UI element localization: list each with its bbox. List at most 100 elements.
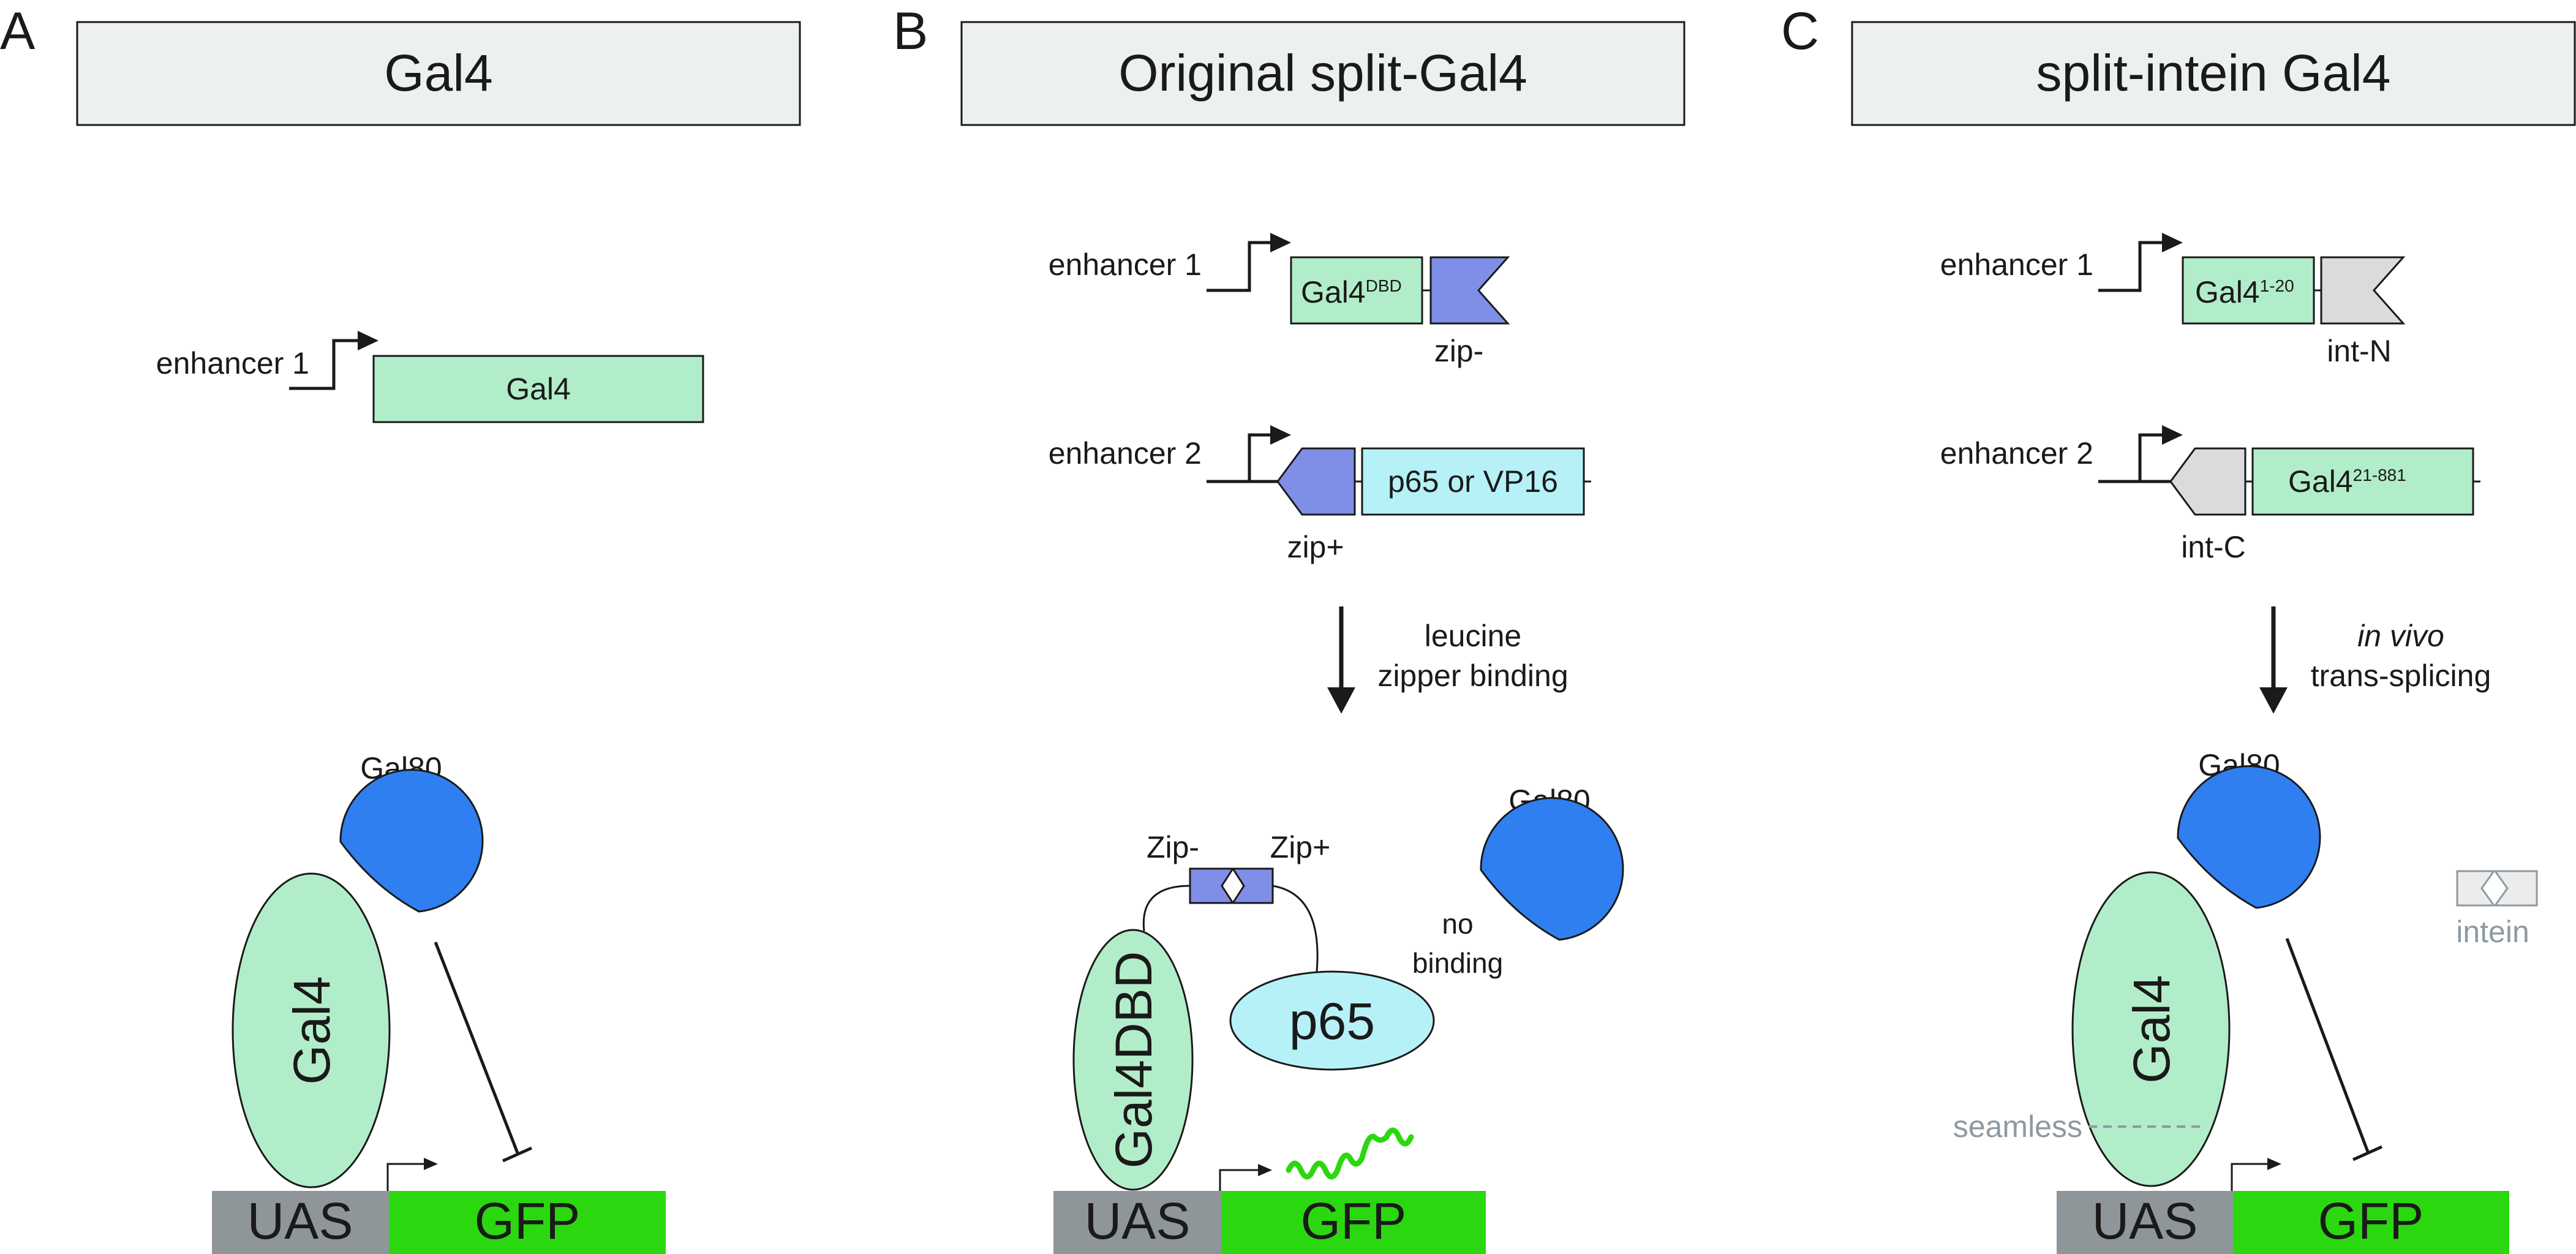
promoter-arrow-icon (289, 339, 374, 390)
linker-dbd (1142, 885, 1191, 932)
transcription-arrow-icon (1219, 1169, 1269, 1191)
no-binding-label-line2: binding (1412, 947, 1503, 979)
uas-label: UAS (247, 1192, 353, 1250)
step-arrow-icon (1327, 687, 1355, 714)
step-label-line1: leucine (1425, 619, 1521, 653)
gal4-ellipse (232, 872, 391, 1188)
gal4-ellipse-label: Gal4 (283, 976, 341, 1084)
panel-title-c: split-intein Gal4 (2036, 44, 2391, 102)
zip-plus-label: zip+ (1287, 530, 1344, 564)
linker-p65 (1272, 885, 1319, 972)
gal80-shape (339, 769, 484, 913)
mrna-squiggle-icon (1286, 1127, 1414, 1180)
int-n-label: int-N (2327, 334, 2392, 368)
repression-line (2285, 938, 2370, 1152)
transcription-arrow-icon (386, 1163, 435, 1191)
panel-b: B Original split-Gal4 enhancer 1 Gal4DBD… (893, 2, 1685, 1254)
p65-ellipse (1229, 970, 1435, 1071)
title-box-c: split-intein Gal4 (1851, 21, 2576, 126)
transcription-arrowhead-icon (2267, 1158, 2281, 1170)
panel-letter-a: A (0, 2, 36, 61)
construct-b2: enhancer 2 p65 or VP16 zip+ (1049, 425, 1591, 564)
complex-c: Gal80 Gal4 seamless intein UAS GFP (1953, 748, 2538, 1254)
gal4dbd-ellipse (1072, 929, 1194, 1191)
zip-minus-label: zip- (1434, 334, 1484, 368)
promoter-arrow-icon (2098, 241, 2178, 292)
gene-name: Gal4 (2288, 464, 2353, 499)
step-b: leucine zipper binding (1327, 606, 1569, 714)
title-box-b: Original split-Gal4 (960, 21, 1685, 126)
gene-superscript: 21-881 (2353, 466, 2406, 485)
zip-minus-protein (1189, 867, 1235, 904)
p65-label: p65 (1289, 992, 1375, 1050)
uas-box (2057, 1191, 2233, 1254)
gene-label: p65 or VP16 (1388, 464, 1558, 499)
gene-name: Gal4 (1301, 275, 1366, 309)
step-arrow-icon (2259, 687, 2288, 714)
gfp-box (1221, 1191, 1486, 1254)
panel-title-b: Original split-Gal4 (1118, 44, 1527, 102)
panel-letter-b: B (893, 2, 928, 61)
transcription-arrowhead-icon (424, 1158, 438, 1170)
zip-plus-tag (1276, 447, 1356, 516)
construct-c2: enhancer 2 Gal421-881 int-C (1940, 425, 2480, 564)
repression-bar (2352, 1145, 2383, 1161)
gal4-ellipse-label: Gal4 (2123, 975, 2180, 1083)
enhancer-label: enhancer 2 (1940, 436, 2093, 470)
gene-box-gal4 (372, 355, 704, 423)
no-binding-label-line1: no (1442, 908, 1473, 940)
gene-name: Gal4 (2195, 275, 2260, 309)
enhancer-label: enhancer 1 (1049, 247, 1202, 282)
panel-c: C split-intein Gal4 enhancer 1 Gal41-20 … (1781, 2, 2576, 1254)
complex-a: Gal80 Gal4 UAS GFP (212, 751, 666, 1254)
intein-label: intein (2456, 915, 2529, 949)
zip-minus-protein-label: Zip- (1147, 830, 1199, 864)
construct-c1: enhancer 1 Gal41-20 int-N (1940, 233, 2406, 368)
int-c-label: int-C (2181, 530, 2246, 564)
step-label-line2: zipper binding (1377, 659, 1568, 693)
promoter-arrow-icon (1207, 241, 1286, 292)
repression-bar (502, 1146, 533, 1163)
gene-superscript: DBD (1366, 276, 1402, 295)
uas-box (1053, 1191, 1221, 1254)
intein-icon (2456, 870, 2538, 907)
uas-label: UAS (2092, 1192, 2198, 1250)
complex-b: Zip- Zip+ Gal4DBD p65 Gal80 no binding U… (1053, 784, 1624, 1254)
gfp-label: GFP (475, 1192, 581, 1250)
promoter-arrowhead-icon (2162, 233, 2183, 252)
int-c-tag (2169, 447, 2246, 516)
zip-plus-protein-label: Zip+ (1270, 830, 1331, 864)
panel-title-a: Gal4 (384, 44, 492, 102)
enhancer-label: enhancer 1 (156, 346, 309, 380)
uas-box (212, 1191, 389, 1254)
panel-a: A Gal4 enhancer 1 Gal4 Gal80 Gal4 UAS (0, 2, 801, 1254)
title-box-a: Gal4 (76, 21, 801, 126)
gene-label: Gal4DBD (1301, 275, 1402, 309)
int-n-tag (2320, 256, 2406, 325)
gfp-box (2233, 1191, 2509, 1254)
step-label-line1: in vivo (2357, 619, 2444, 653)
promoter-arrowhead-icon (1270, 425, 1291, 445)
step-label-line2: trans-splicing (2311, 659, 2491, 693)
gene-superscript: 1-20 (2260, 276, 2294, 295)
gfp-label: GFP (2318, 1192, 2424, 1250)
transcription-arrow-icon (2231, 1163, 2278, 1191)
uas-label: UAS (1085, 1192, 1191, 1250)
gal4dbd-label: Gal4DBD (1105, 951, 1162, 1169)
promoter-arrowhead-icon (1270, 233, 1291, 252)
promoter-arrow-icon (1207, 433, 1286, 483)
gene-label: Gal421-881 (2288, 464, 2406, 499)
promoter-arrowhead-icon (358, 331, 378, 350)
enhancer-label: enhancer 1 (1940, 247, 2093, 282)
promoter-arrowhead-icon (2162, 425, 2183, 445)
construct-b1: enhancer 1 Gal4DBD zip- (1049, 233, 1510, 368)
gene-label: Gal41-20 (2195, 275, 2294, 309)
promoter-arrow-icon (2098, 433, 2178, 483)
enhancer-label: enhancer 2 (1049, 436, 1202, 470)
gfp-label: GFP (1301, 1192, 1407, 1250)
step-c: in vivo trans-splicing (2259, 606, 2491, 714)
repression-line (434, 942, 519, 1154)
construct-a: enhancer 1 Gal4 (156, 331, 704, 423)
gfp-box (389, 1191, 666, 1254)
